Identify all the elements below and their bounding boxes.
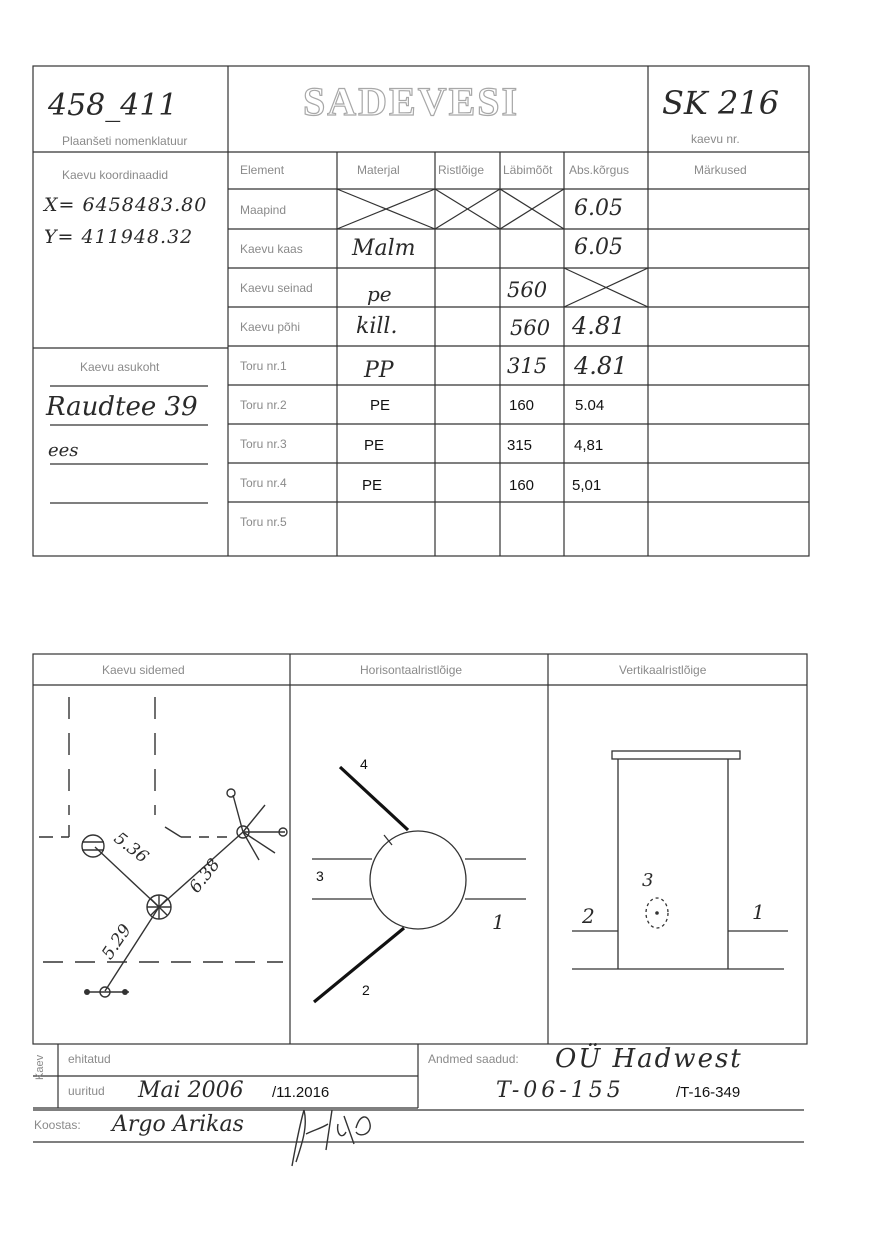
vertical-pipe-number-1: 1 (752, 900, 765, 924)
col-header-height: Abs.kõrgus (569, 163, 630, 177)
connections-sketch (39, 697, 288, 998)
vertical-section-label: Vertikaalristlõige (619, 663, 707, 677)
well-number-value: SK 216 (662, 84, 780, 122)
col-header-notes: Märkused (694, 163, 747, 177)
connections-panel-label: Kaevu sidemed (102, 663, 185, 677)
row-element: Toru nr.5 (240, 515, 287, 529)
location-line-2: ees (48, 440, 79, 461)
row-element: Toru nr.2 (240, 398, 287, 412)
row-height: 5.04 (575, 397, 605, 414)
col-header-material: Materjal (357, 163, 400, 177)
row-diameter: 315 (507, 354, 548, 378)
row-height: 4.81 (574, 352, 628, 380)
compiled-by-label: Koostas: (34, 1118, 81, 1132)
row-material: PE (362, 477, 383, 494)
row-material: pe (367, 282, 392, 306)
row-element: Toru nr.1 (240, 359, 287, 373)
surveyed-value: Mai 2006 (138, 1078, 244, 1103)
row-element: Toru nr.4 (240, 476, 287, 490)
nomenclature-value: 458_411 (48, 88, 178, 123)
coordinates-label: Kaevu koordinaadid (62, 168, 169, 182)
data-source-code: T-06-155 (496, 1078, 625, 1103)
nomenclature-label: Plaanšeti nomenklatuur (62, 134, 188, 148)
row-element: Kaevu põhi (240, 320, 301, 334)
row-material: PP (364, 358, 394, 383)
row-material: PE (370, 397, 391, 414)
surveyed-label: uuritud (68, 1084, 105, 1098)
row-diameter: 315 (507, 437, 533, 454)
row-diameter: 160 (509, 477, 535, 494)
page-title: SADEVESI (302, 78, 520, 124)
vertical-pipe-number-3: 3 (642, 870, 654, 891)
horizontal-section-label: Horisontaalristlõige (360, 663, 463, 677)
pipe-number-3: 3 (316, 868, 324, 884)
vertical-section-sketch (572, 750, 788, 970)
pipe-number-2: 2 (362, 982, 370, 998)
row-element: Toru nr.3 (240, 437, 287, 451)
col-header-diameter: Läbimõõt (503, 163, 553, 177)
data-source-label: Andmed saadud: (428, 1052, 519, 1066)
horizontal-section-sketch (312, 765, 526, 1004)
row-height: 4.81 (572, 312, 626, 340)
coordinate-y: Y= 411948.32 (44, 226, 194, 248)
row-diameter: 560 (507, 278, 548, 302)
col-header-element: Element (240, 163, 285, 177)
location-label: Kaevu asukoht (80, 360, 160, 374)
location-line-1: Raudtee 39 (46, 392, 198, 422)
surveyed-extra: /11.2016 (272, 1084, 330, 1101)
row-height: 6.05 (574, 196, 623, 221)
row-material: PE (364, 437, 385, 454)
row-element: Maapind (240, 203, 287, 217)
row-element: Kaevu kaas (240, 242, 303, 256)
vertical-pipe-number-2: 2 (582, 904, 595, 928)
data-source-value: OÜ Hadwest (555, 1044, 743, 1074)
col-header-cross-section: Ristlõige (438, 163, 485, 177)
well-number-label: kaevu nr. (691, 132, 740, 146)
signature (291, 1109, 371, 1167)
row-height: 5,01 (572, 477, 602, 494)
row-diameter: 560 (510, 316, 551, 340)
row-material: kill. (356, 314, 398, 339)
pipe-number-4: 4 (360, 756, 368, 772)
row-diameter: 160 (509, 397, 535, 414)
pipe-number-1: 1 (492, 910, 505, 934)
built-label: ehitatud (68, 1052, 111, 1066)
row-height: 4,81 (574, 437, 604, 454)
well-side-label: Kaev (34, 1054, 46, 1080)
compiled-by-value: Argo Arikas (112, 1112, 244, 1137)
row-height: 6.05 (574, 235, 623, 260)
data-source-code-extra: /T-16-349 (676, 1084, 741, 1101)
row-material: Malm (352, 236, 416, 261)
coordinate-x: X= 6458483.80 (44, 194, 208, 216)
row-element: Kaevu seinad (240, 281, 313, 295)
